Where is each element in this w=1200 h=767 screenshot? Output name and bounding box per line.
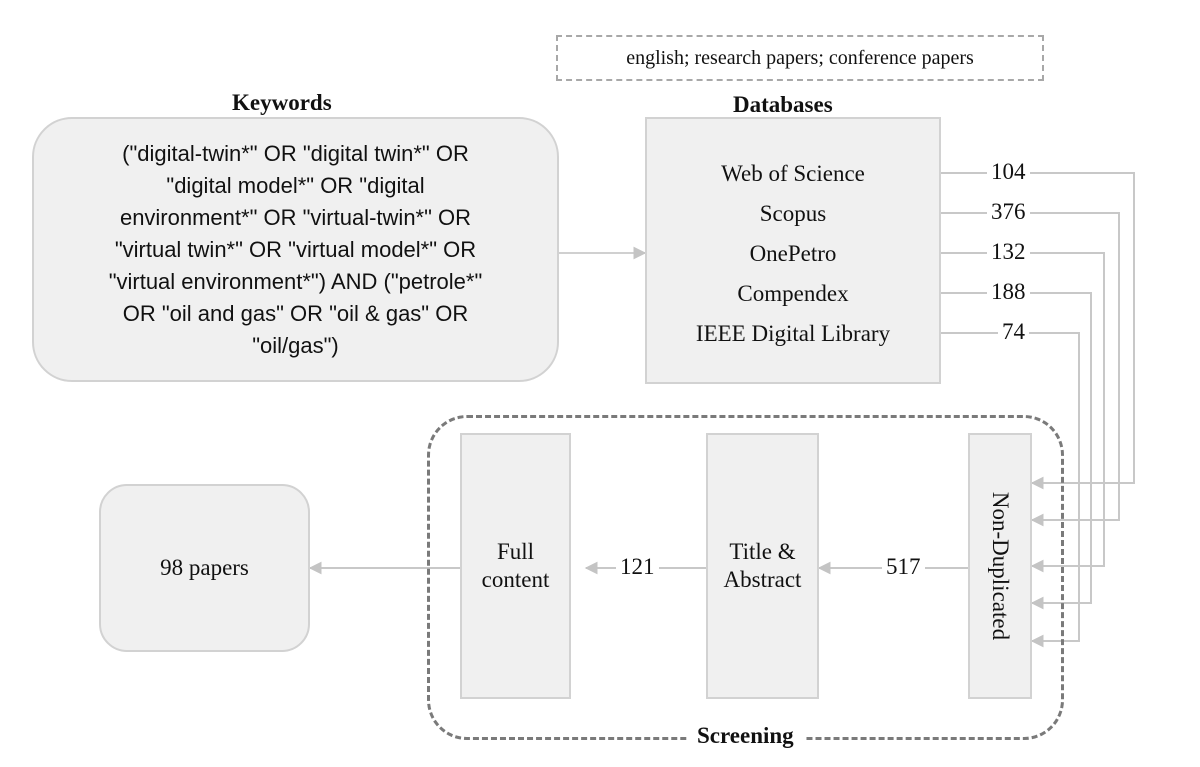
wos-count: 104 xyxy=(987,159,1030,185)
full-content-label-line1: Full xyxy=(496,539,535,564)
keyword-line: OR "oil and gas" OR "oil & gas" OR xyxy=(122,300,469,326)
database-web-of-science: Web of Science xyxy=(721,161,865,186)
ieee-count: 74 xyxy=(998,319,1029,345)
database-compendex: Compendex xyxy=(737,281,849,306)
keywords-box: ("digital-twin*" OR "digital twin*" OR "… xyxy=(32,117,559,382)
keyword-line: "virtual environment*") AND ("petrole*" xyxy=(108,268,483,294)
databases-box: Web of Science Scopus OnePetro Compendex… xyxy=(645,117,941,384)
keywords-heading: Keywords xyxy=(232,90,332,115)
keyword-line: "digital model*" OR "digital xyxy=(166,172,425,198)
keyword-line: "oil/gas") xyxy=(252,332,339,358)
title-abstract-count: 121 xyxy=(616,554,659,580)
database-onepetro: OnePetro xyxy=(749,241,837,266)
onepetro-count: 132 xyxy=(987,239,1030,265)
result-box: 98 papers xyxy=(99,484,310,652)
non-duplicated-label: Non-Duplicated xyxy=(988,491,1013,641)
keyword-line: environment*" OR "virtual-twin*" OR xyxy=(119,204,472,230)
scopus-connector xyxy=(941,212,1120,527)
database-ieee-digital-library: IEEE Digital Library xyxy=(695,321,891,346)
title-abstract-box: Title & Abstract xyxy=(706,433,819,699)
full-content-label-line2: content xyxy=(481,567,550,592)
keyword-line: "virtual twin*" OR "virtual model*" OR xyxy=(114,236,477,262)
non-duplicated-count: 517 xyxy=(882,554,925,580)
non-duplicated-box: Non-Duplicated xyxy=(968,433,1032,699)
keyword-line: ("digital-twin*" OR "digital twin*" OR xyxy=(122,140,469,166)
full-content-box: Full content xyxy=(460,433,571,699)
wos-connector xyxy=(941,172,1135,490)
result-label: 98 papers xyxy=(160,555,249,580)
scopus-count: 376 xyxy=(987,199,1030,225)
title-abstract-label-line2: Abstract xyxy=(723,567,802,592)
inclusion-criteria-text: english; research papers; conference pap… xyxy=(626,46,974,69)
databases-heading: Databases xyxy=(733,92,833,117)
inclusion-criteria-box: english; research papers; conference pap… xyxy=(556,35,1044,81)
database-scopus: Scopus xyxy=(759,201,827,226)
title-abstract-label-line1: Title & xyxy=(729,539,796,564)
screening-label: Screening xyxy=(687,723,804,749)
compendex-count: 188 xyxy=(987,279,1030,305)
